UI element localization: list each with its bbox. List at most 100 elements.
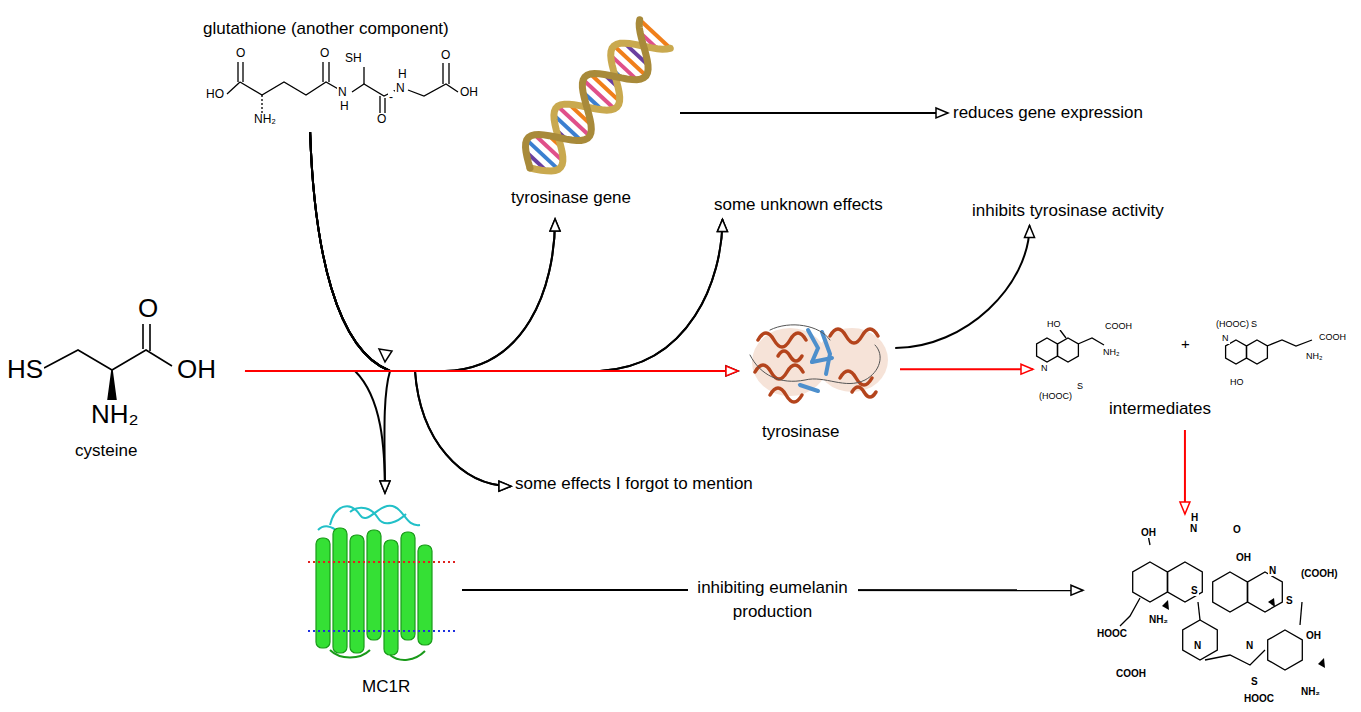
- arrow-connector: [310, 132, 722, 371]
- atom-label: (COOH): [1300, 568, 1339, 579]
- atom-label: O: [319, 47, 330, 60]
- image-node: HOCOOHNH₂NS(HOOC)+(HOOC)SNCOOHNH₂HOinter…: [1035, 318, 1350, 430]
- ring-structures: [1037, 330, 1312, 670]
- arrow-connector: [900, 368, 1033, 370]
- atom-label: -: [388, 91, 394, 104]
- atom-label: SH: [344, 52, 363, 65]
- ring: [1248, 572, 1283, 612]
- node-caption: tyrosinase gene: [511, 189, 631, 208]
- tyrosinase-protein: [750, 325, 888, 402]
- atom-label: N: [1268, 565, 1277, 576]
- atom-label: S: [1285, 595, 1294, 606]
- merge-arrowhead: [379, 349, 392, 362]
- atom-label: HO: [1229, 378, 1245, 388]
- ring: [1213, 572, 1248, 612]
- image-node: HS O OH NH₂ cysteine: [0, 295, 245, 465]
- atom-label: N: [1245, 640, 1254, 651]
- atom-label: OH: [1140, 527, 1157, 538]
- dna-helix: [526, 20, 671, 171]
- atom-label: OH: [1305, 630, 1322, 641]
- atom-label: S: [1250, 676, 1259, 687]
- arrow-connector: [245, 219, 722, 371]
- effect-text: some effects I forgot to mention: [515, 474, 753, 494]
- atom-label: HOOC: [1243, 693, 1275, 704]
- atom-label: O: [1232, 524, 1242, 535]
- text-node: some effects I forgot to mention: [515, 474, 753, 494]
- atom-label: H: [339, 100, 350, 113]
- arrow-connector: [310, 132, 511, 486]
- atom-label: N: [1221, 334, 1230, 344]
- glutathione-structure: [227, 62, 458, 114]
- atom-label: O: [137, 294, 159, 323]
- arrow-connector: [245, 370, 738, 372]
- atom-label: (HOOC): [1215, 320, 1250, 330]
- atom-label: OH: [1235, 552, 1252, 563]
- arrow-connector: [1184, 430, 1186, 514]
- arrow-connector: [895, 225, 1029, 348]
- atom-label: N: [1193, 640, 1202, 651]
- atom-label: OH: [176, 355, 217, 384]
- ring: [1058, 338, 1079, 362]
- atom-label: O: [440, 49, 451, 62]
- arrow-connector: [245, 371, 385, 493]
- atom-label: HO: [205, 88, 225, 101]
- atom-label: N: [1189, 523, 1198, 534]
- small-arrowheads: [1162, 598, 1325, 668]
- dna-strand: [526, 20, 649, 168]
- effect-text: inhibits tyrosinase activity: [972, 201, 1164, 221]
- arrow-connector: [245, 371, 511, 486]
- ring: [1247, 340, 1268, 364]
- image-node: OHHNOOHN(COOH)SSHOOCNH₂COOHNNSOHHOOCNH₂: [1085, 512, 1350, 710]
- arrow-connector: [680, 112, 948, 114]
- mc1r-protein: [308, 506, 458, 660]
- ring: [1268, 630, 1303, 670]
- atom-label: H: [397, 68, 408, 81]
- atom-label: HO: [1046, 320, 1062, 330]
- arrow-connector: [310, 132, 390, 493]
- cysteine-structure: [44, 324, 172, 400]
- text-node: some unknown effects: [714, 195, 883, 215]
- atom-label: NH₂: [90, 400, 140, 429]
- node-caption: tyrosinase: [762, 423, 839, 442]
- image-node: tyrosinase: [740, 318, 900, 446]
- arrow-connector: [310, 132, 555, 371]
- node-caption: cysteine: [75, 442, 137, 461]
- atom-label: N: [337, 86, 348, 99]
- image-node: MC1R: [300, 495, 465, 700]
- effect-text: reduces gene expression: [953, 103, 1143, 123]
- image-node: tyrosinase gene: [505, 25, 685, 215]
- atom-label: +: [1180, 336, 1191, 353]
- atom-label: N: [395, 82, 406, 95]
- ring: [1133, 562, 1168, 602]
- text-node: inhibits tyrosinase activity: [972, 201, 1164, 221]
- atom-label: COOH: [1115, 668, 1147, 679]
- atom-label: COOH: [1104, 322, 1133, 332]
- ring: [1183, 620, 1218, 660]
- atom-label: NH₂: [1148, 614, 1169, 625]
- edge-label: inhibiting eumelanin production: [688, 576, 858, 624]
- ring: [1037, 338, 1058, 362]
- effect-text: some unknown effects: [714, 195, 883, 215]
- atom-label: N: [1040, 364, 1049, 374]
- node-caption: glutathione (another component): [203, 20, 449, 39]
- atom-label: COOH: [1318, 333, 1347, 343]
- atom-label: HS: [6, 355, 44, 384]
- atom-label: S: [1076, 382, 1084, 392]
- atom-label: (HOOC): [1038, 392, 1073, 402]
- atom-label: O: [235, 47, 246, 60]
- atom-label: OH: [459, 86, 479, 99]
- atom-label: NH₂: [1300, 686, 1321, 697]
- ring: [1168, 562, 1203, 602]
- node-caption: intermediates: [1109, 400, 1211, 419]
- atom-label: NH₂: [1102, 348, 1121, 358]
- atom-label: NH₂: [1305, 352, 1324, 362]
- text-node: reduces gene expression: [953, 103, 1143, 123]
- image-node: glutathione (another component)SHOOHONH-…: [195, 18, 485, 136]
- atom-label: S: [1190, 585, 1199, 596]
- atom-label: S: [1250, 320, 1258, 330]
- atom-label: O: [376, 113, 387, 126]
- arrow-connector: [310, 132, 738, 371]
- atom-label: H: [1190, 512, 1199, 523]
- atom-label: NH₂: [253, 113, 277, 126]
- node-caption: MC1R: [362, 678, 410, 697]
